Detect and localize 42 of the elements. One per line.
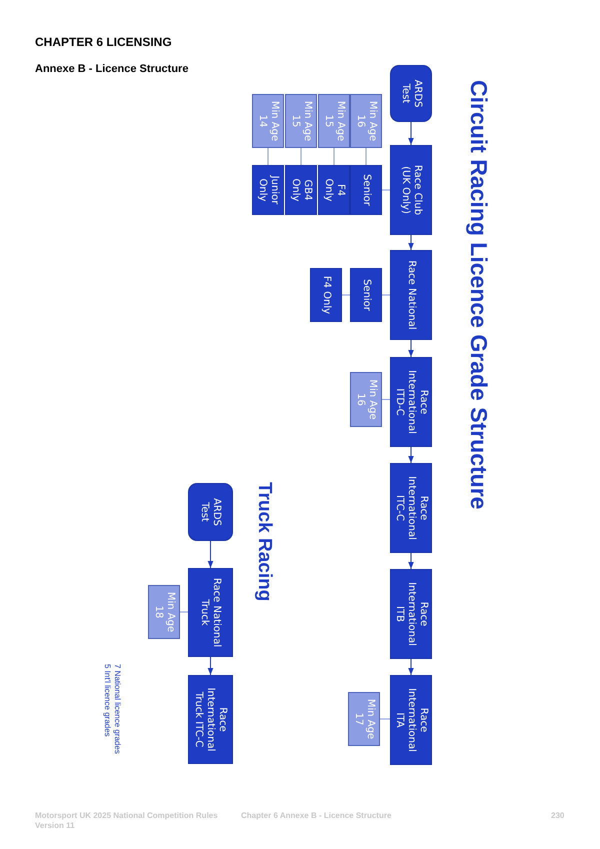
licence-grade-box: Race National Truck [188, 568, 233, 657]
arrow [408, 658, 414, 676]
licence-grade-box: Race National [390, 250, 432, 340]
category-box: Senior [350, 165, 382, 215]
diagram-title: Circuit Racing Licence Grade Structure [465, 80, 492, 510]
arrow [408, 234, 414, 250]
arrow [208, 540, 214, 568]
licence-grade-box: Race International ITC-C [390, 463, 432, 553]
min-age-box: Min Age 18 [148, 585, 180, 639]
category-box: Senior [350, 268, 382, 322]
arrow [408, 552, 414, 570]
licence-grade-box: Race International ITB [390, 569, 432, 659]
note-text: 5 Int'l licence grades [103, 664, 112, 737]
licence-grade-box: Race International ITA [390, 675, 432, 765]
licence-grade-box: Race International Truck ITC-C [188, 675, 233, 764]
category-box: GB4 Only [285, 165, 317, 215]
arrow [208, 656, 214, 676]
page-header: CHAPTER 6 LICENSING [35, 35, 172, 49]
start-box: ARDS Test [188, 483, 233, 541]
arrow [408, 340, 414, 358]
arrow [408, 446, 414, 464]
min-age-box: Min Age 14 [252, 94, 284, 148]
licence-grade-box: Race International ITD-C [390, 357, 432, 447]
category-box: Junior Only [252, 165, 284, 215]
connector-line [342, 294, 350, 296]
connector-line [382, 294, 390, 296]
section-heading: Annexe B - Licence Structure [35, 63, 188, 75]
category-box: F4 Only [310, 268, 342, 322]
min-age-box: Min Age 15 [285, 94, 317, 148]
start-box: ARDS Test [390, 65, 432, 122]
connector-line [300, 148, 302, 166]
section-title: Truck Racing [253, 482, 275, 602]
connector-line [380, 718, 390, 720]
connector-line [382, 399, 390, 400]
arrow [408, 122, 414, 146]
licence-grade-box: Race Club (UK Only) [390, 145, 432, 235]
min-age-box: Min Age 15 [318, 94, 350, 148]
min-age-box: Min Age 16 [350, 94, 382, 148]
note-text: 7 National licence grades [113, 664, 122, 754]
min-age-box: Min Age 16 [350, 372, 382, 427]
min-age-box: Min Age 17 [348, 692, 380, 746]
category-box: F4 Only [318, 165, 350, 215]
